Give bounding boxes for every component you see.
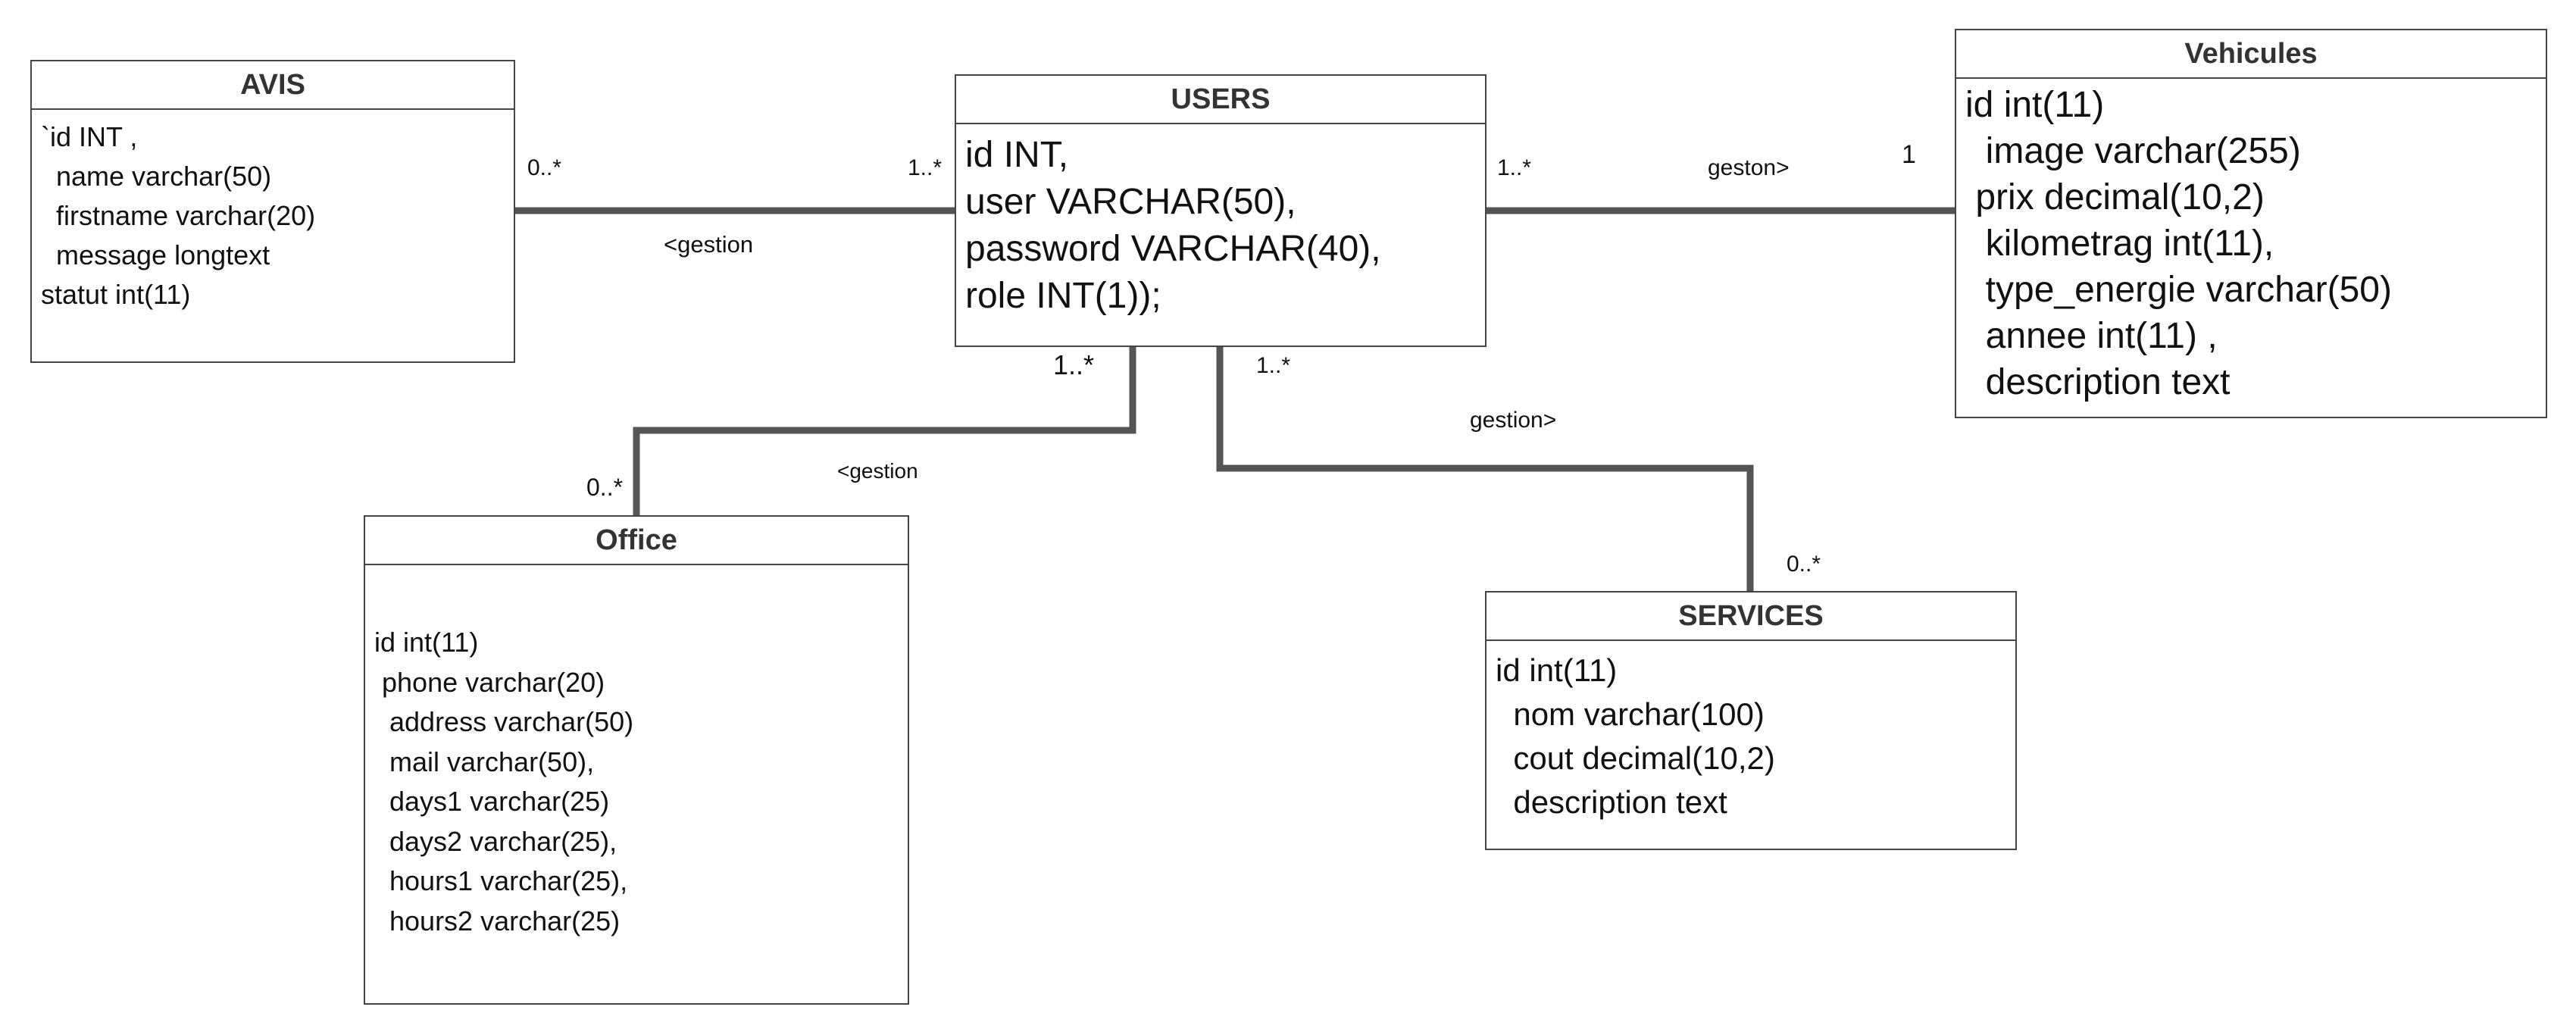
entity-services[interactable]: SERVICES id int(11) nom varchar(100) cou… <box>1485 591 2017 850</box>
entity-title: Vehicules <box>1956 30 2546 79</box>
field-row: address varchar(50) <box>374 706 634 737</box>
entity-avis[interactable]: AVIS `id INT , name varchar(50) firstnam… <box>30 60 515 363</box>
multiplicity-services-side: 0..* <box>1787 552 1821 577</box>
entity-fields: id int(11) nom varchar(100) cout decimal… <box>1487 641 2015 824</box>
field-row: kilometrag int(11), <box>1965 224 2274 264</box>
field-row: message longtext <box>41 239 270 270</box>
multiplicity-users-side: 1..* <box>1497 155 1532 180</box>
field-row: days1 varchar(25) <box>374 786 610 817</box>
field-row: firstname varchar(20) <box>41 200 316 231</box>
field-row: password VARCHAR(40), <box>965 229 1381 269</box>
field-row: days2 varchar(25), <box>374 825 617 857</box>
multiplicity-vehicules-side: 1 <box>1902 140 1916 169</box>
field-row: description text <box>1965 362 2231 402</box>
field-row: `id INT , <box>41 121 138 152</box>
field-row: hours1 varchar(25), <box>374 865 628 896</box>
field-row: type_energie varchar(50) <box>1965 270 2392 310</box>
entity-title: USERS <box>956 76 1485 124</box>
connector-users-services <box>1216 347 1754 591</box>
field-row: description text <box>1496 784 1727 820</box>
entity-fields: id int(11) image varchar(255) prix decim… <box>1956 79 2546 405</box>
field-row: image varchar(255) <box>1965 131 2301 171</box>
entity-office[interactable]: Office id int(11) phone varchar(20) addr… <box>364 515 909 1005</box>
field-row: annee int(11) , <box>1965 316 2218 356</box>
entity-fields: `id INT , name varchar(50) firstname var… <box>32 110 514 314</box>
entity-fields: id int(11) phone varchar(20) address var… <box>365 565 908 941</box>
relation-role-label: gestion> <box>1470 408 1557 433</box>
relation-role-label: <gestion <box>837 459 918 483</box>
field-row: id int(11) <box>1496 652 1618 688</box>
entity-users[interactable]: USERS id INT, user VARCHAR(50), password… <box>955 74 1487 347</box>
multiplicity-users-side: 1..* <box>1053 349 1095 380</box>
entity-fields: id INT, user VARCHAR(50), password VARCH… <box>956 124 1485 320</box>
multiplicity-avis-side: 0..* <box>527 155 562 180</box>
field-row: id int(11) <box>374 627 479 658</box>
relation-role-label: geston> <box>1708 155 1790 180</box>
connector-users-office <box>633 347 1136 515</box>
multiplicity-users-side: 1..* <box>908 155 943 180</box>
field-row: phone varchar(20) <box>374 666 605 698</box>
entity-title: Office <box>365 517 908 565</box>
field-row: statut int(11) <box>41 279 191 310</box>
multiplicity-office-side: 0..* <box>586 474 624 501</box>
entity-title: AVIS <box>32 61 514 110</box>
field-row: name varchar(50) <box>41 161 272 192</box>
field-row: mail varchar(50), <box>374 746 595 777</box>
field-row: nom varchar(100) <box>1496 696 1765 732</box>
field-row: prix decimal(10,2) <box>1965 177 2265 217</box>
field-row: user VARCHAR(50), <box>965 182 1296 222</box>
field-row: role INT(1)); <box>965 276 1161 316</box>
field-row: hours2 varchar(25) <box>374 905 621 937</box>
entity-title: SERVICES <box>1487 593 2015 641</box>
field-row: cout decimal(10,2) <box>1496 740 1775 776</box>
field-row: id int(11) <box>1965 85 2105 125</box>
multiplicity-users-side: 1..* <box>1256 353 1291 378</box>
relation-role-label: <gestion <box>664 231 754 258</box>
entity-vehicules[interactable]: Vehicules id int(11) image varchar(255) … <box>1955 29 2547 418</box>
field-row: id INT, <box>965 135 1069 175</box>
